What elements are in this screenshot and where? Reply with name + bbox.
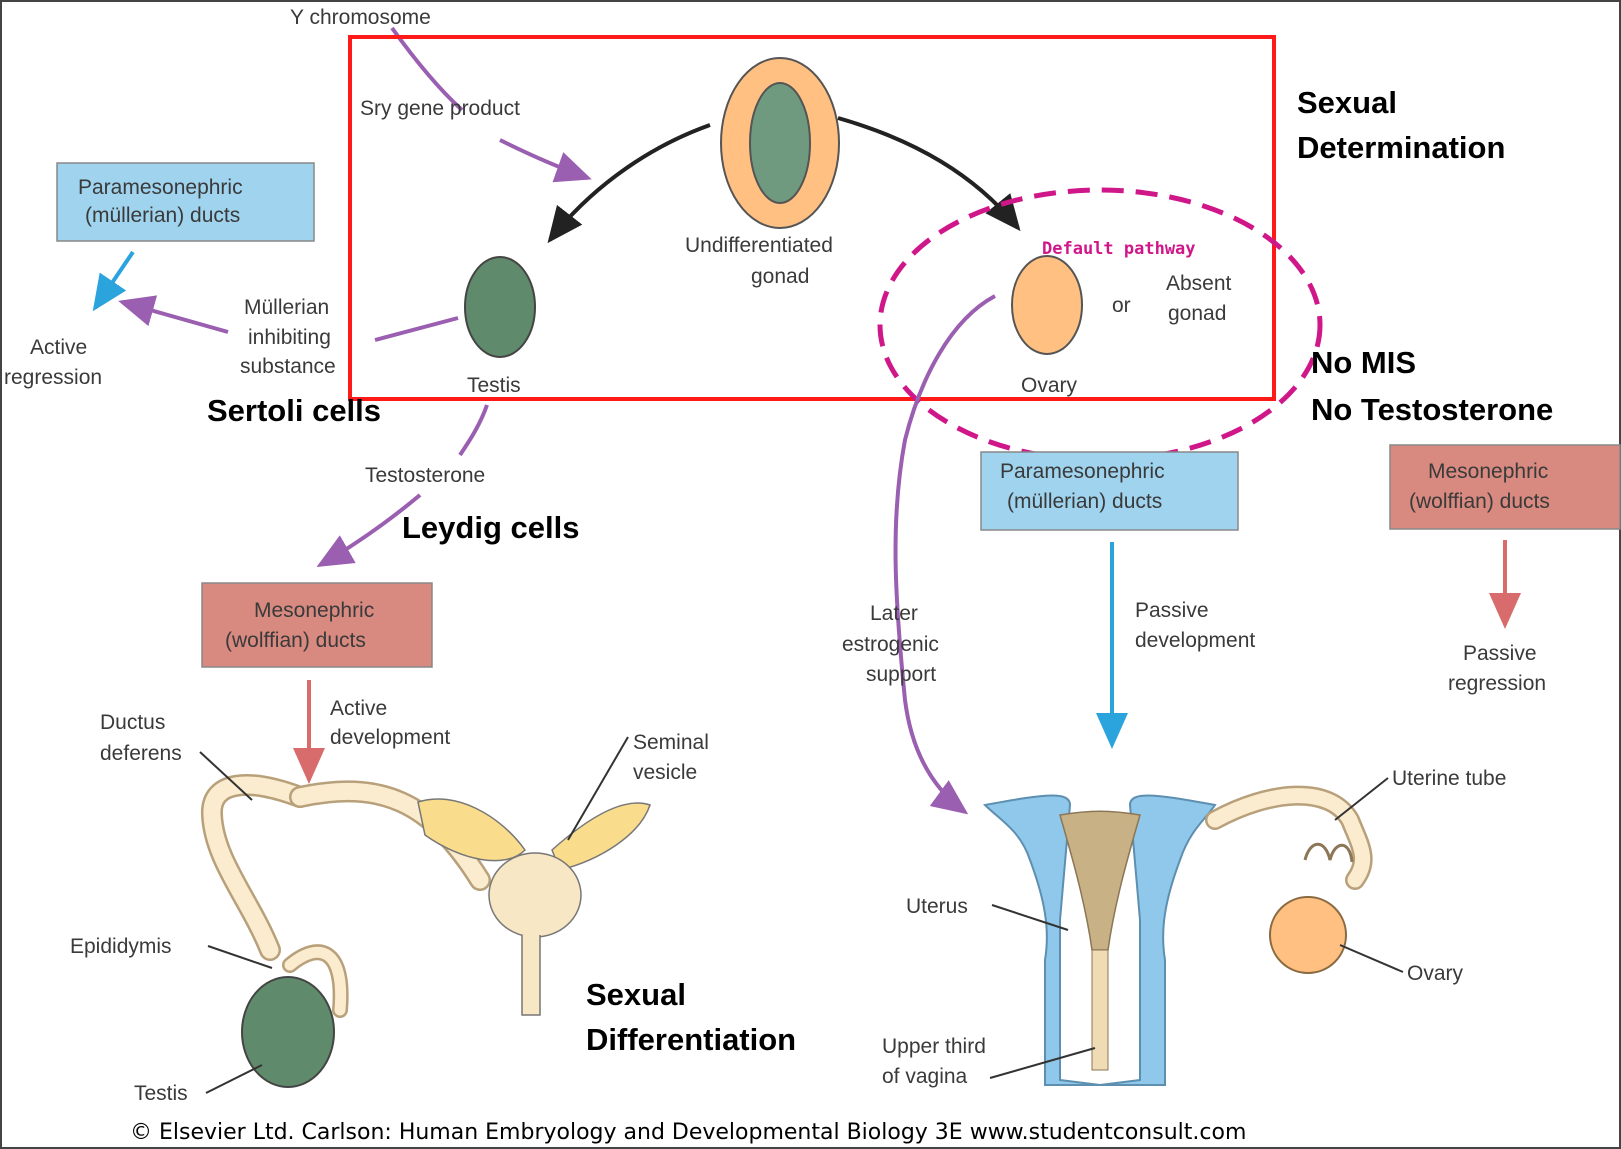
paramesonephric-right-label-2: (müllerian) ducts <box>1007 490 1162 513</box>
ovary-bottom-pointer <box>1340 945 1403 972</box>
sexual-determination-label-2: Determination <box>1297 130 1505 165</box>
absent-gonad-label-2: gonad <box>1168 302 1226 325</box>
paramesonephric-right-label-1: Paramesonephric <box>1000 460 1165 483</box>
active-regression-label-2: regression <box>4 366 102 389</box>
seminal-label-1: Seminal <box>633 731 709 754</box>
undifferentiated-label-1: Undifferentiated <box>685 234 833 257</box>
passive-development-label-2: development <box>1135 629 1255 652</box>
mis-label-2: inhibiting <box>248 326 331 349</box>
ovary-top <box>1012 256 1082 354</box>
gonad-to-testis-arrow <box>550 125 710 240</box>
mis-label-3: substance <box>240 355 336 378</box>
no-mis-label: No MIS <box>1311 345 1416 380</box>
copyright-credit: © Elsevier Ltd. Carlson: Human Embryolog… <box>130 1120 1246 1145</box>
undifferentiated-gonad-inner <box>750 83 810 203</box>
paramesonephric-left-label-1: Paramesonephric <box>78 176 243 199</box>
passive-regression-label-1: Passive <box>1463 642 1537 665</box>
sexual-determination-label-1: Sexual <box>1297 85 1397 120</box>
sertoli-cells-label: Sertoli cells <box>207 393 381 428</box>
mesonephric-right-label-2: (wolffian) ducts <box>1409 490 1550 513</box>
mesonephric-left-box <box>202 583 432 667</box>
ductus-label-2: deferens <box>100 742 182 765</box>
ductus-label-1: Ductus <box>100 711 165 734</box>
testis-top-label: Testis <box>467 374 521 397</box>
sexual-differentiation-label-2: Differentiation <box>586 1022 796 1057</box>
regression-arrow <box>95 252 133 308</box>
paramesonephric-left-box <box>57 163 314 241</box>
or-label: or <box>1112 294 1131 317</box>
mesonephric-left-label-1: Mesonephric <box>254 599 374 622</box>
passive-regression-label-2: regression <box>1448 672 1546 695</box>
undifferentiated-label-2: gonad <box>751 265 809 288</box>
default-pathway-label: Default pathway <box>1042 239 1196 259</box>
testis-to-mis-line <box>375 318 458 340</box>
later-label-1: Later <box>870 602 918 625</box>
passive-development-label-1: Passive <box>1135 599 1209 622</box>
uterine-tube-label: Uterine tube <box>1392 767 1506 790</box>
epididymis-label: Epididymis <box>70 935 172 958</box>
no-testosterone-label: No Testosterone <box>1311 392 1553 427</box>
testis-bottom-label: Testis <box>134 1082 188 1105</box>
default-pathway-ellipse <box>880 190 1320 460</box>
testis-bottom-pointer <box>206 1065 262 1093</box>
leydig-cells-label: Leydig cells <box>402 510 579 545</box>
vagina-label-1: Upper third <box>882 1035 986 1058</box>
uterus-label: Uterus <box>906 895 968 918</box>
ovary-bottom-label: Ovary <box>1407 962 1464 985</box>
mis-arrow <box>122 302 228 332</box>
vagina-label-2: of vagina <box>882 1065 968 1088</box>
seminal-label-2: vesicle <box>633 761 697 784</box>
mesonephric-right-label-1: Mesonephric <box>1428 460 1548 483</box>
active-regression-label-1: Active <box>30 336 87 359</box>
mesonephric-right-box <box>1390 445 1620 529</box>
active-development-label-2: development <box>330 726 450 749</box>
female-reproductive-tract <box>985 796 1363 1085</box>
testis-to-testosterone-line <box>460 405 487 455</box>
later-label-3: support <box>866 663 936 686</box>
vagina-pointer <box>990 1048 1095 1078</box>
absent-gonad-label-1: Absent <box>1166 272 1232 295</box>
male-reproductive-tract <box>212 785 650 1087</box>
mesonephric-left-label-2: (wolffian) ducts <box>225 629 366 652</box>
estrogenic-arrow <box>896 296 995 812</box>
ovary-top-label: Ovary <box>1021 374 1078 397</box>
testis-top <box>465 257 535 357</box>
mis-label-1: Müllerian <box>244 296 329 319</box>
later-label-2: estrogenic <box>842 633 939 656</box>
paramesonephric-left-label-2: (müllerian) ducts <box>85 204 240 227</box>
gonad-to-ovary-arrow <box>838 118 1018 228</box>
y-chromosome-label: Y chromosome <box>290 6 431 29</box>
active-development-label-1: Active <box>330 697 387 720</box>
sexual-differentiation-label-1: Sexual <box>586 977 686 1012</box>
sry-to-gonad-arrow <box>500 140 588 178</box>
sry-label: Sry gene product <box>360 97 520 120</box>
testosterone-label: Testosterone <box>365 464 485 487</box>
